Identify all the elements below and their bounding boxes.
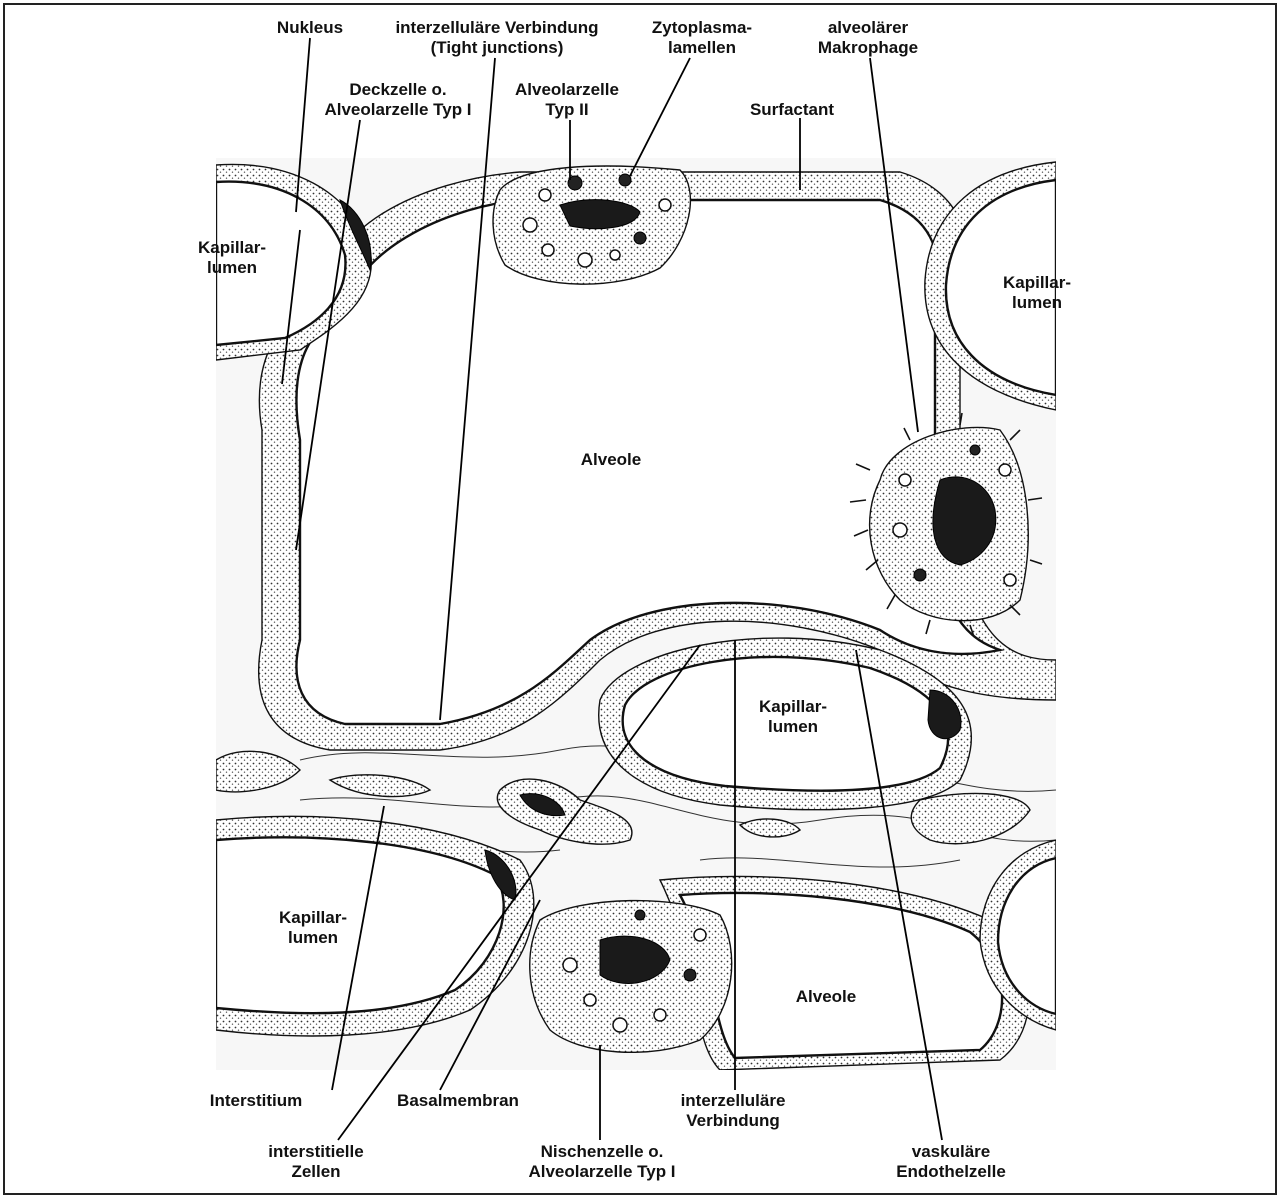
label-vaskulaer-line2: Endothelzelle (896, 1162, 1006, 1181)
label-typ2-line2: Typ II (545, 100, 588, 119)
label-makrophage-line2: Makrophage (818, 38, 918, 57)
histology-drawing (216, 158, 1056, 1070)
label-deckzelle-line1: Deckzelle o. (349, 80, 446, 99)
label-interstitium: Interstitium (210, 1091, 303, 1110)
label-zytoplasma-line1: Zytoplasma- (652, 18, 752, 37)
label-kapillar-center-line1: Kapillar- (759, 697, 827, 716)
lower-left-capillary (216, 837, 504, 1013)
label-interstitielle-zellen-line2: Zellen (291, 1162, 340, 1181)
label-kapillar-left-line1: Kapillar- (198, 238, 266, 257)
label-nukleus: Nukleus (277, 18, 343, 37)
label-nischenzelle-line1: Nischenzelle o. (541, 1142, 664, 1161)
label-alveole-lower: Alveole (796, 987, 856, 1006)
label-kapillar-lower-line2: lumen (288, 928, 338, 947)
label-makrophage-line1: alveolärer (828, 18, 909, 37)
label-basalmembran: Basalmembran (397, 1091, 519, 1110)
label-vaskulaer-line1: vaskuläre (912, 1142, 990, 1161)
label-alveole-main: Alveole (581, 450, 641, 469)
label-zytoplasma-line2: lamellen (668, 38, 736, 57)
label-tight-junctions-line2: (Tight junctions) (431, 38, 564, 57)
label-deckzelle-line2: Alveolarzelle Typ I (324, 100, 471, 119)
label-kapillar-lower-line1: Kapillar- (279, 908, 347, 927)
label-kapillar-center-line2: lumen (768, 717, 818, 736)
label-typ2-line1: Alveolarzelle (515, 80, 619, 99)
label-interstitielle-zellen-line1: interstitielle (268, 1142, 363, 1161)
label-kapillar-left-line2: lumen (207, 258, 257, 277)
label-interzellulaer-line2: Verbindung (686, 1111, 780, 1130)
label-nischenzelle-line2: Alveolarzelle Typ I (528, 1162, 675, 1181)
label-tight-junctions-line1: interzelluläre Verbindung (395, 18, 598, 37)
label-kapillar-right-line1: Kapillar- (1003, 273, 1071, 292)
label-interzellulaer-line1: interzelluläre (681, 1091, 786, 1110)
label-surfactant: Surfactant (750, 100, 834, 119)
label-kapillar-right-line2: lumen (1012, 293, 1062, 312)
